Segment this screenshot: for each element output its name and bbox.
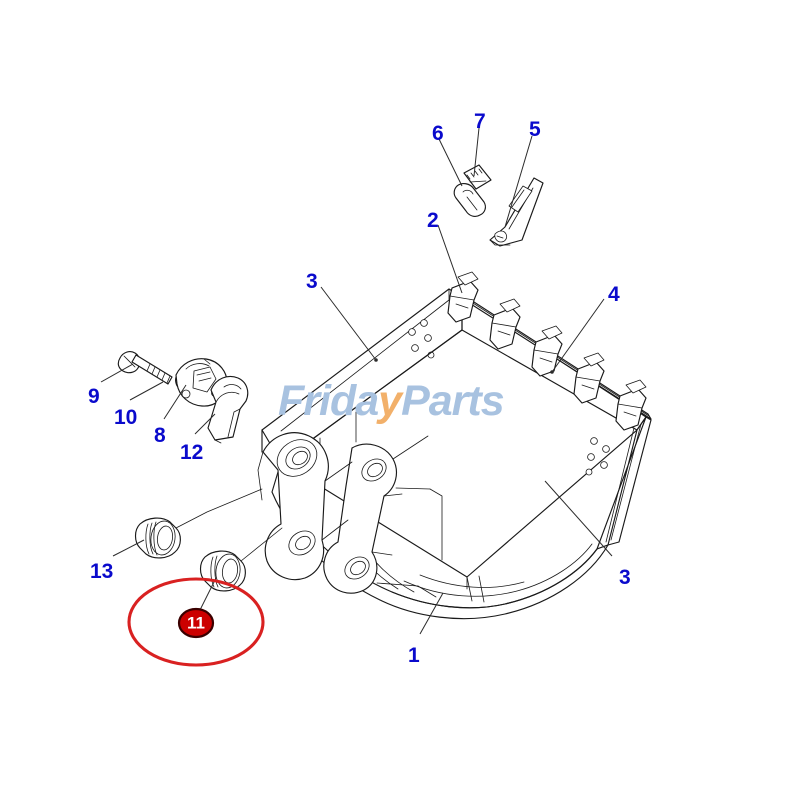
highlight-badge-label: 11 [187, 614, 205, 633]
bushing-assembly-lines [175, 488, 283, 562]
part-13-bushing [134, 517, 181, 559]
bucket-tooth-1 [447, 271, 479, 323]
bucket-tooth-5 [615, 379, 647, 431]
bucket-teeth-row [447, 271, 647, 431]
leader-5 [504, 135, 533, 228]
part-9-bolt [117, 351, 173, 385]
leader-12 [194, 413, 216, 435]
leader-1 [419, 592, 444, 635]
callout-label-10: 10 [114, 406, 138, 429]
callout-label-5: 5 [529, 118, 541, 141]
leader-8 [163, 384, 187, 420]
callout-label-2: 2 [427, 209, 439, 232]
callout-label-4: 4 [608, 283, 620, 306]
mounting-lug-front [323, 443, 403, 594]
bucket-assembly [257, 288, 652, 620]
part-5-bracket-plate [489, 177, 544, 247]
part-6-pin [453, 183, 486, 217]
callout-label-3-left: 3 [306, 270, 318, 293]
part-12-side-cutter [207, 375, 249, 444]
mounting-lug-rear [257, 432, 329, 581]
part-7-rubber-lock [463, 164, 492, 190]
leader-9 [100, 363, 134, 383]
bucket-tooth-3 [531, 325, 563, 377]
callout-leader-lines [100, 127, 613, 635]
callout-label-8: 8 [154, 424, 166, 447]
part-11-bushing [199, 550, 246, 592]
part-11-highlight-group: 11 [127, 577, 265, 667]
callout-label-3-right: 3 [619, 566, 631, 589]
bucket-gussets [417, 488, 443, 598]
leader-7 [473, 127, 480, 177]
leader-3a [320, 286, 377, 361]
callout-label-13: 13 [90, 560, 114, 583]
leader-6 [438, 138, 463, 187]
leader-3b [544, 480, 613, 557]
bucket-tooth-2 [489, 298, 521, 350]
leader-13 [112, 539, 145, 557]
callout-label-7: 7 [474, 110, 486, 133]
leader-4 [551, 298, 605, 373]
highlight-badge-circle [177, 607, 215, 639]
lug-support-plates [321, 435, 431, 587]
bucket-tooth-4 [573, 352, 605, 404]
leader-2 [437, 224, 463, 294]
side-plate-right [585, 416, 652, 550]
callout-label-12: 12 [180, 441, 204, 464]
callout-label-9: 9 [88, 385, 100, 408]
leader-10 [129, 381, 164, 401]
callout-label-1: 1 [408, 644, 420, 667]
callout-label-6: 6 [432, 122, 444, 145]
highlight-ellipse [127, 577, 265, 667]
leader-11 [199, 577, 217, 611]
